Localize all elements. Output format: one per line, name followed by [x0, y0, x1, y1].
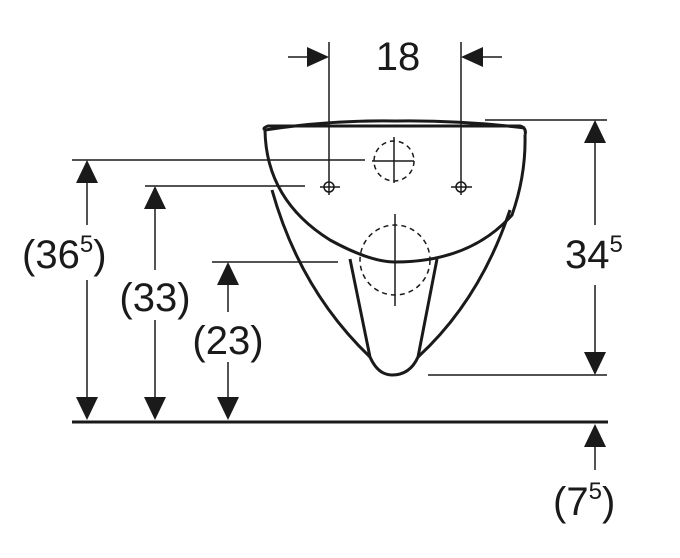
dimension-33: (33) [119, 185, 305, 420]
inlet-circle [372, 137, 415, 183]
outlet-circle [359, 214, 431, 306]
dimension-label: (33) [119, 276, 190, 320]
dimension-23: (23) [192, 261, 338, 420]
dimension-label: (365) [22, 231, 107, 277]
dimension-36-5: (365) [22, 159, 365, 420]
dimension-34-5: 345 [428, 119, 623, 376]
dimension-label: (23) [192, 319, 263, 363]
dimension-7-5: (75) [553, 424, 615, 524]
dimension-18: 18 [288, 35, 502, 180]
fixing-points [320, 180, 472, 195]
dimension-label: 345 [565, 231, 623, 277]
dimension-label: (75) [553, 478, 615, 524]
dimension-label: 18 [376, 35, 421, 79]
